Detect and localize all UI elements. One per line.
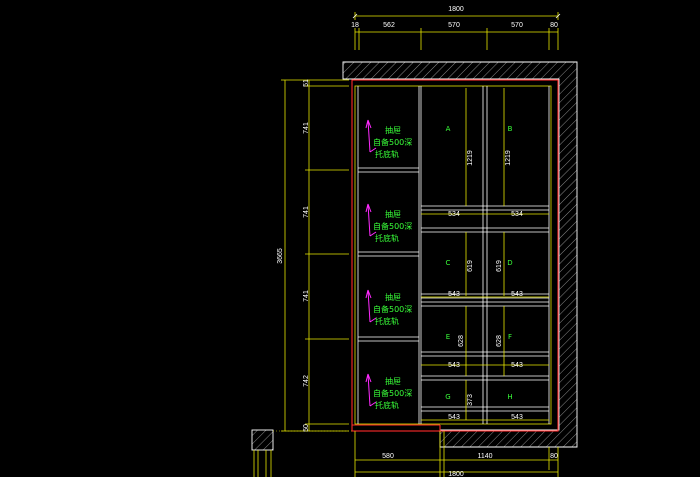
cell-b-label: B	[508, 125, 513, 133]
bottom-dim-580: 580	[382, 453, 394, 460]
dim-534-a: 534	[448, 211, 460, 218]
drawer-note-1: 抽屉 自备500深 托底轨	[365, 119, 412, 159]
svg-text:托底轨: 托底轨	[375, 233, 399, 243]
svg-text:抽屉: 抽屉	[385, 376, 401, 386]
svg-text:抽屉: 抽屉	[385, 125, 401, 135]
top-overall-dim: 1800	[448, 6, 464, 13]
cell-c-label: C	[446, 259, 451, 267]
left-dim-741-c: 741	[303, 290, 310, 302]
cell-e-label: E	[446, 333, 450, 341]
dim-628-b: 628	[496, 335, 503, 347]
dim-543-f: 543	[511, 414, 523, 421]
top-dim-18: 18	[351, 22, 359, 29]
svg-text:自备500深: 自备500深	[373, 221, 412, 231]
wall	[251, 61, 578, 477]
dim-1219-b: 1219	[505, 150, 512, 166]
dim-543-c: 543	[448, 362, 460, 369]
dim-619-a: 619	[467, 260, 474, 272]
bottom-dim-1140: 1140	[477, 453, 492, 460]
dim-543-a: 543	[448, 291, 460, 298]
cell-f-label: F	[508, 333, 512, 341]
svg-text:自备500深: 自备500深	[373, 388, 412, 398]
svg-text:自备500深: 自备500深	[373, 304, 412, 314]
dim-628-a: 628	[458, 335, 465, 347]
left-dim-742: 742	[303, 375, 310, 387]
svg-text:抽屉: 抽屉	[385, 292, 401, 302]
dim-1219-a: 1219	[467, 150, 474, 166]
svg-text:托底轨: 托底轨	[375, 400, 399, 410]
dim-543-b: 543	[511, 291, 523, 298]
left-dimension-chain: 3665 51 741 741 741 742 50	[277, 79, 349, 432]
left-dim-50: 50	[303, 424, 310, 432]
svg-text:自备500深: 自备500深	[373, 137, 412, 147]
cell-grid	[420, 86, 550, 424]
dim-543-d: 543	[511, 362, 523, 369]
svg-text:托底轨: 托底轨	[375, 316, 399, 326]
bottom-dimension-chain: 580 1140 80 1800	[354, 431, 559, 477]
dim-619-b: 619	[496, 260, 503, 272]
cabinet-outline	[351, 79, 559, 432]
left-dim-741-a: 741	[303, 122, 310, 134]
top-dim-570-a: 570	[448, 22, 460, 29]
drawer-note-2: 抽屉 自备500深 托底轨	[365, 203, 412, 243]
bottom-overall-dim: 1800	[448, 471, 464, 477]
dim-373: 373	[467, 394, 474, 406]
top-dim-562: 562	[383, 22, 395, 29]
cell-g-label: G	[445, 393, 450, 401]
svg-text:抽屉: 抽屉	[385, 209, 401, 219]
dim-534-b: 534	[511, 211, 523, 218]
left-dim-51: 51	[303, 79, 310, 87]
dim-543-e: 543	[448, 414, 460, 421]
left-dim-741-b: 741	[303, 206, 310, 218]
cell-a-label: A	[446, 125, 451, 133]
svg-text:托底轨: 托底轨	[375, 149, 399, 159]
top-dim-570-b: 570	[511, 22, 523, 29]
drawer-note-3: 抽屉 自备500深 托底轨	[365, 289, 412, 326]
cell-d-label: D	[507, 259, 512, 267]
bottom-dim-80: 80	[550, 453, 558, 460]
drawer-note-4: 抽屉 自备500深 托底轨	[365, 373, 412, 410]
drawer-column	[357, 86, 420, 424]
top-dim-80: 80	[550, 22, 558, 29]
cell-h-label: H	[507, 393, 512, 401]
left-overall-dim: 3665	[277, 248, 284, 264]
top-dimension-chain: 1800 18 562 570 570 80	[351, 6, 561, 50]
